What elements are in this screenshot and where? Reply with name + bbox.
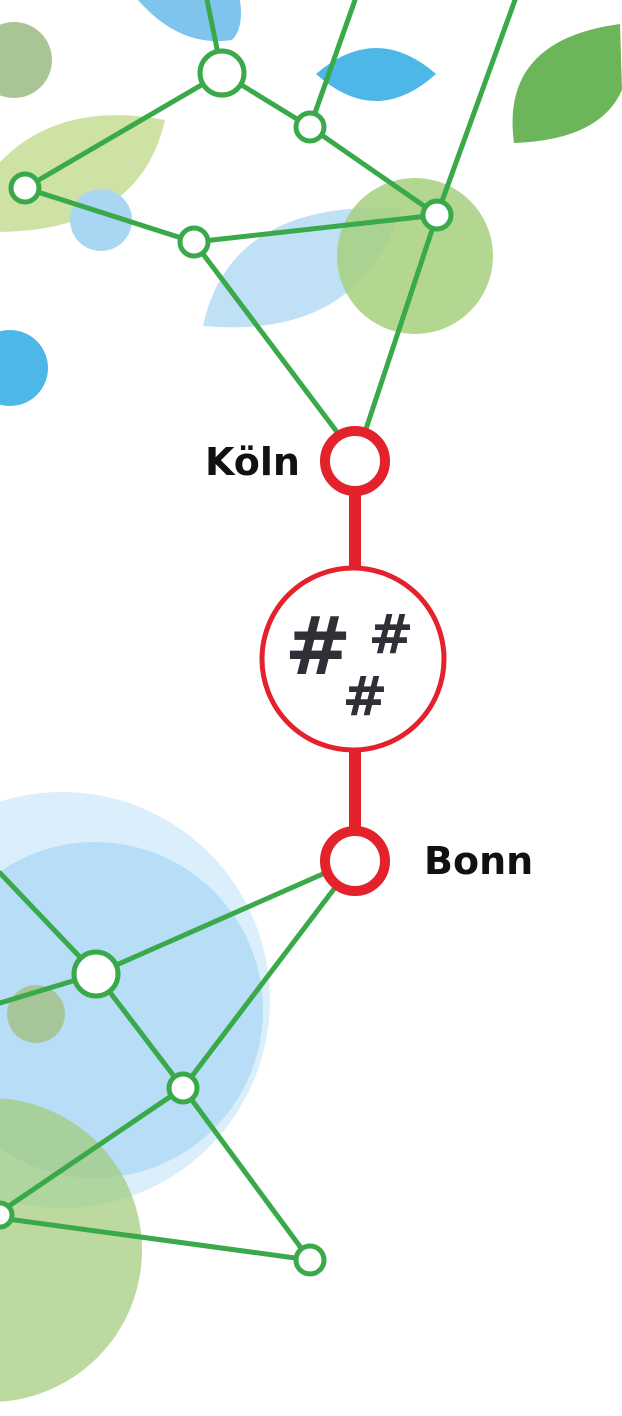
network-node [177, 225, 211, 259]
network-link [434, 0, 518, 218]
station-label-koeln: Köln [205, 440, 300, 484]
network-node [197, 48, 247, 98]
network-node [8, 171, 42, 205]
network-node [0, 1200, 15, 1230]
network-link [307, 124, 440, 218]
network-node [420, 198, 454, 232]
network-node [293, 110, 327, 144]
dot-sage-left [0, 22, 52, 98]
network-nodes [0, 48, 454, 1277]
dot-light-blue-small [70, 189, 132, 251]
network-node [71, 949, 121, 999]
station-bonn-marker [320, 826, 390, 896]
network-link [191, 212, 440, 245]
background-decorations-bottom [0, 792, 270, 1402]
hashtag-large: # [284, 600, 351, 693]
network-link [180, 1085, 313, 1263]
bubble-green [0, 1098, 142, 1402]
hashtag-top-right: # [368, 603, 413, 666]
leaf-blue-top [138, 0, 241, 42]
network-link [307, 0, 358, 130]
dot-green-right [337, 178, 493, 334]
leaf-green-right [512, 24, 622, 143]
network-node [166, 1071, 200, 1105]
dot-sage-small [7, 985, 65, 1043]
network-link [93, 870, 328, 977]
leaf-light-green-left [0, 115, 165, 232]
network-link [0, 1085, 186, 1215]
hashtag-bottom: # [342, 665, 387, 728]
network-link [191, 239, 343, 439]
station-label-bonn: Bonn [424, 839, 534, 883]
network-link [22, 185, 197, 245]
network-link [22, 70, 225, 191]
network-link [180, 882, 340, 1091]
network-link [0, 1215, 313, 1263]
network-link [362, 212, 440, 435]
dot-blue-left [0, 330, 48, 406]
hub-circle [259, 565, 447, 753]
network-lines [0, 0, 518, 1263]
background-decorations-top [0, 0, 622, 406]
network-node [293, 1243, 327, 1277]
hashtag-cluster-icon: # # # [284, 600, 413, 728]
hub: # # # [259, 565, 447, 753]
leaf-blue-right [316, 48, 436, 101]
station-koeln-marker [320, 426, 390, 496]
